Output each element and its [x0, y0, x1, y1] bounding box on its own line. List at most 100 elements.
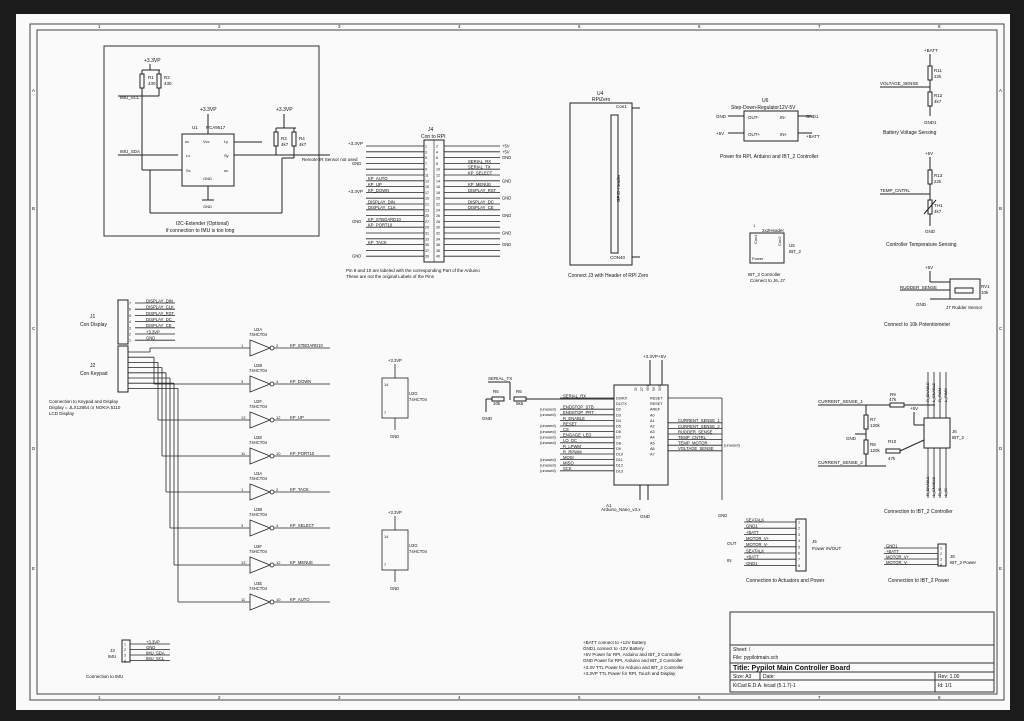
net-label: SERIAL_RX [468, 159, 491, 164]
net-label: L_IS [944, 488, 948, 496]
column-label: 1 [98, 24, 101, 29]
pin-number: 22 [436, 203, 440, 207]
net-label: KP_UP [290, 415, 304, 420]
supply-units: +3.3VPU2G74HCT04147GND+3.3VPU3G74HCT0414… [381, 358, 428, 591]
i2c-caption-1: I2C-Extender (Optional) [176, 221, 229, 227]
pin-number: 39 [425, 255, 429, 259]
unused-tag: (unused) [540, 457, 556, 462]
net-label: DISPLAY_DC [468, 199, 494, 204]
supply-ref: U2G [409, 391, 418, 396]
j2-caption-3: LCD Display [49, 411, 75, 416]
net-label: KP_AUTO [290, 597, 310, 602]
imu-caption: Connection to IMU [86, 674, 123, 679]
net-label: DISPLAY_RST [146, 311, 175, 316]
gnd-label: GND [482, 416, 493, 421]
in-plus: IN+ [780, 132, 788, 137]
p5-label: +5V [658, 354, 666, 359]
r3-ref: R3 [281, 136, 287, 141]
power-label: +5V [502, 144, 510, 149]
pin-number: 25 [425, 214, 429, 218]
pin-number: 4 [276, 379, 279, 384]
column-label: 2 [218, 695, 221, 700]
unused-tag: (unused) [540, 429, 556, 434]
j1-ref: J1 [90, 314, 96, 320]
pin-number: 28 [436, 220, 440, 224]
rudder-sense-net: RUDDER_SENSE [900, 285, 937, 290]
net-label: DISPLAY_DIN [146, 298, 173, 303]
pin-number: 10 [276, 597, 281, 602]
r5-ref: R5 [493, 389, 499, 394]
pin-number: 8 [436, 162, 438, 166]
pin-name: VIN [646, 385, 650, 391]
net-label: DISPLAY_RST [468, 188, 497, 193]
pin-number: 1 [940, 547, 942, 551]
buffer-part: 74HCT04 [249, 440, 268, 445]
j5-name: Power IN/OUT [812, 546, 842, 551]
net-label: GND1 [746, 524, 758, 529]
pin-number: 3 [241, 523, 244, 528]
power-label: GND [502, 231, 511, 236]
pin-number: 11 [241, 597, 246, 602]
pin-number: 7 [384, 411, 386, 415]
j2-ref: J2 [90, 363, 96, 369]
rv1-val: 10k [981, 290, 989, 295]
gnd-label: GND [203, 204, 212, 209]
r1-val: 430 [148, 81, 156, 86]
pin-name: A1 [650, 419, 655, 423]
pin-number: 12 [276, 560, 281, 565]
pin-name: AREF [650, 408, 661, 412]
j6-name: IBT_2 [952, 435, 965, 440]
power-label: GND [502, 178, 511, 183]
th1-val: 4k7 [934, 209, 942, 214]
pin-number: 4 [276, 523, 279, 528]
u6-ref: U6 [762, 98, 769, 104]
pin-lx: Lx [186, 153, 190, 158]
pin-name: D9 [616, 447, 621, 451]
buffer-ref: U2A [254, 327, 262, 332]
net-label: DISPLAY_CLK [368, 205, 396, 210]
power-note: +BATT connect to +12V Battery [583, 640, 647, 645]
power-connector-j5: 1SEATALK2GND13+BATT4MOTOR_V+5MOTOR_V-6SE… [727, 517, 842, 584]
net-label: GND [146, 645, 155, 650]
j4-note-1: Pin 8 and 10 are labeled with the corres… [346, 268, 480, 273]
buffer-ref: U2F [254, 399, 262, 404]
pin-number: 1 [425, 145, 427, 149]
rudder-sensor: +5V RV1 10k RUDDER_SENSE GND J7 Rudder S… [884, 265, 990, 328]
net-label: CS [563, 427, 569, 432]
net-label: TEMP_MOTOR [678, 441, 707, 446]
imu-sda-label: IMU_SDA [120, 149, 140, 154]
net-label: LO_DC [563, 438, 577, 443]
pin-name: D13 [616, 469, 623, 473]
rv1-ref: RV1 [981, 284, 990, 289]
temp-sense: +5V R13 22k TH1 4k7 TEMP_CNTRL GND Contr… [880, 151, 957, 248]
pin-name: D8 [616, 441, 621, 445]
power-note: +3.3V TTL Power for Arduino and IBT_2 Co… [583, 665, 684, 670]
net-label: DISPLAY_CE [146, 323, 172, 328]
j6-ref: J6 [952, 429, 957, 434]
pin-number: 18 [436, 191, 440, 195]
net-label: SCK [563, 466, 572, 471]
in-minus: IN- [780, 115, 787, 120]
net-label: IMU_SCL [146, 656, 165, 661]
net-label: KP_MENUE [468, 182, 491, 187]
pin-name: A6 [650, 447, 655, 451]
net-label: MOSI [563, 455, 574, 460]
title-block: Sheet: / File: pypilotmain.sch Title: Py… [729, 611, 995, 693]
pin-number: 31 [425, 232, 429, 236]
con1-label: Con1 [616, 104, 627, 109]
pin-name: D11 [616, 458, 623, 462]
u5-caption-2: Connect to J6, J7 [750, 278, 786, 283]
gnd-label: GND [716, 114, 727, 119]
pin-name: 27 [640, 387, 644, 391]
r11-val: 22k [934, 74, 942, 79]
pin-number: 3 [241, 379, 244, 384]
r10-ref: R10 [888, 439, 897, 444]
pin-number: 2 [276, 343, 279, 348]
j4-ref: J4 [428, 127, 434, 133]
gnd1-label: GND1 [924, 120, 937, 125]
column-label: 3 [338, 24, 341, 29]
power-label: GND [502, 196, 511, 201]
